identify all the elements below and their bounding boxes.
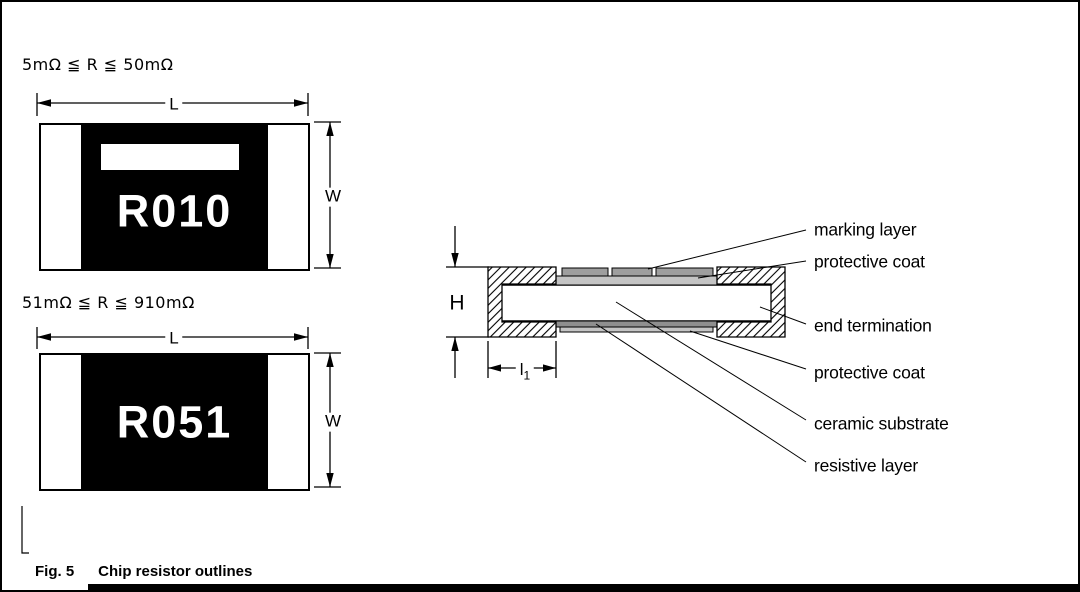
chip-body: R010 xyxy=(81,125,268,269)
end-terminal-left xyxy=(41,355,81,489)
dim-label-l1: l1 xyxy=(515,360,535,383)
protective-coat-bottom-shape xyxy=(559,326,714,333)
marking-layer-shape xyxy=(561,267,714,277)
label-resistive-layer: resistive layer xyxy=(814,455,918,476)
leader-protective-coat-bottom xyxy=(689,330,807,370)
leader-ceramic-substrate xyxy=(615,301,807,421)
dim-label-W-chip1: W xyxy=(320,187,346,207)
label-ceramic-substrate: ceramic substrate xyxy=(814,413,949,434)
dim-l1-subscript: 1 xyxy=(523,368,531,383)
marking-bar xyxy=(101,144,239,170)
resistance-range-low: 5mΩ ≦ R ≦ 50mΩ xyxy=(22,55,174,74)
leader-resistive-layer xyxy=(595,323,807,463)
figure-caption: Fig. 5 Chip resistor outlines xyxy=(35,563,252,580)
dim-label-H: H xyxy=(445,291,469,315)
chip-outline-r010: R010 xyxy=(39,123,310,271)
dim-label-W-chip2: W xyxy=(320,412,346,432)
ceramic-substrate-shape xyxy=(499,284,773,322)
leader-protective-coat-top xyxy=(697,260,807,279)
dim-l1-base: l xyxy=(519,360,524,380)
resistance-code-r051: R051 xyxy=(116,396,233,448)
resistance-code-r010: R010 xyxy=(116,185,233,237)
label-marking-layer: marking layer xyxy=(814,219,917,240)
bottom-bar xyxy=(88,584,1078,590)
figure-caption-label: Fig. 5 xyxy=(35,563,75,580)
chip-body: R051 xyxy=(81,355,268,489)
dim-label-L-chip1: L xyxy=(165,95,183,115)
resistive-layer-shape xyxy=(553,320,720,328)
label-end-termination: end termination xyxy=(814,315,932,336)
dim-label-L-chip2: L xyxy=(165,329,183,349)
end-terminal-left xyxy=(41,125,81,269)
protective-coat-top-shape xyxy=(553,275,720,286)
leader-lines xyxy=(595,229,807,463)
dim-height-cross-section xyxy=(446,226,489,378)
figure-caption-text: Chip resistor outlines xyxy=(98,563,253,580)
end-terminal-right xyxy=(268,355,308,489)
end-termination-left-shape xyxy=(487,266,557,338)
resistance-range-high: 51mΩ ≦ R ≦ 910mΩ xyxy=(22,293,195,312)
leader-marking-layer xyxy=(647,229,807,270)
end-terminal-right xyxy=(268,125,308,269)
label-protective-coat-top: protective coat xyxy=(814,251,925,272)
corner-mark xyxy=(21,506,29,554)
label-protective-coat-bottom: protective coat xyxy=(814,362,925,383)
cross-section-drawing xyxy=(487,266,786,338)
leader-end-termination xyxy=(759,306,807,325)
chip-outline-r051: R051 xyxy=(39,353,310,491)
